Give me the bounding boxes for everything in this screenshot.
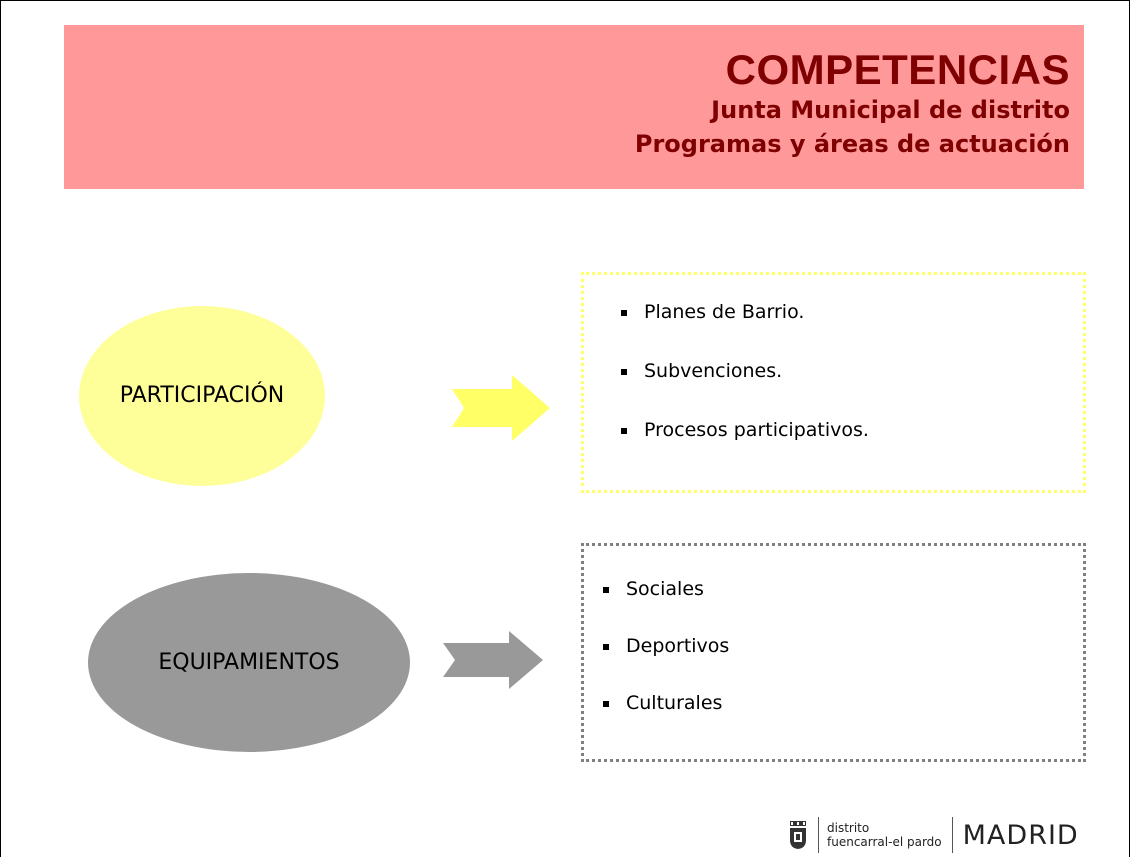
bullet-icon: [603, 701, 609, 707]
list-item: Deportivos: [602, 631, 1083, 688]
subtitle-line-2: Programas y áreas de actuación: [634, 130, 1070, 158]
header-banner: COMPETENCIAS Junta Municipal de distrito…: [64, 25, 1084, 189]
list-item-text: Subvenciones.: [644, 360, 783, 382]
list-item: Culturales: [602, 688, 1083, 745]
list-item-text: Procesos participativos.: [644, 419, 869, 441]
list-item: Procesos participativos.: [620, 415, 1083, 474]
equipamientos-items-box: Sociales Deportivos Culturales: [581, 543, 1086, 762]
list-item: Planes de Barrio.: [620, 297, 1083, 356]
page-title: COMPETENCIAS: [725, 46, 1070, 93]
bullet-icon: [621, 428, 627, 434]
bullet-icon: [603, 587, 609, 593]
equipamientos-ellipse: EQUIPAMIENTOS: [88, 573, 410, 752]
madrid-crest-icon: [790, 821, 806, 849]
city-name: MADRID: [962, 819, 1079, 851]
list-item-text: Planes de Barrio.: [644, 301, 805, 323]
list-item-text: Deportivos: [626, 635, 730, 657]
distrito-line-2: fuencarral-el pardo: [827, 835, 942, 849]
logo-separator: [951, 817, 953, 853]
list-item-text: Culturales: [626, 692, 723, 714]
madrid-logo: distrito fuencarral-el pardo MADRID: [788, 815, 1079, 855]
equipamientos-label: EQUIPAMIENTOS: [158, 649, 340, 675]
arrow-right-icon: [443, 631, 543, 689]
arrow-right-icon: [452, 375, 550, 441]
distrito-name: distrito fuencarral-el pardo: [827, 821, 942, 849]
bullet-icon: [621, 369, 627, 375]
participacion-items-box: Planes de Barrio. Subvenciones. Procesos…: [581, 272, 1086, 493]
distrito-line-1: distrito: [827, 821, 870, 835]
subtitle-line-1: Junta Municipal de distrito: [711, 96, 1070, 124]
bullet-icon: [621, 310, 627, 316]
bullet-icon: [603, 644, 609, 650]
equipamientos-list: Sociales Deportivos Culturales: [602, 574, 1083, 745]
list-item: Subvenciones.: [620, 356, 1083, 415]
logo-separator: [818, 817, 819, 853]
list-item-text: Sociales: [626, 578, 704, 600]
participacion-label: PARTICIPACIÓN: [119, 383, 285, 408]
participacion-list: Planes de Barrio. Subvenciones. Procesos…: [620, 297, 1083, 474]
list-item: Sociales: [602, 574, 1083, 631]
participacion-ellipse: PARTICIPACIÓN: [79, 306, 325, 486]
